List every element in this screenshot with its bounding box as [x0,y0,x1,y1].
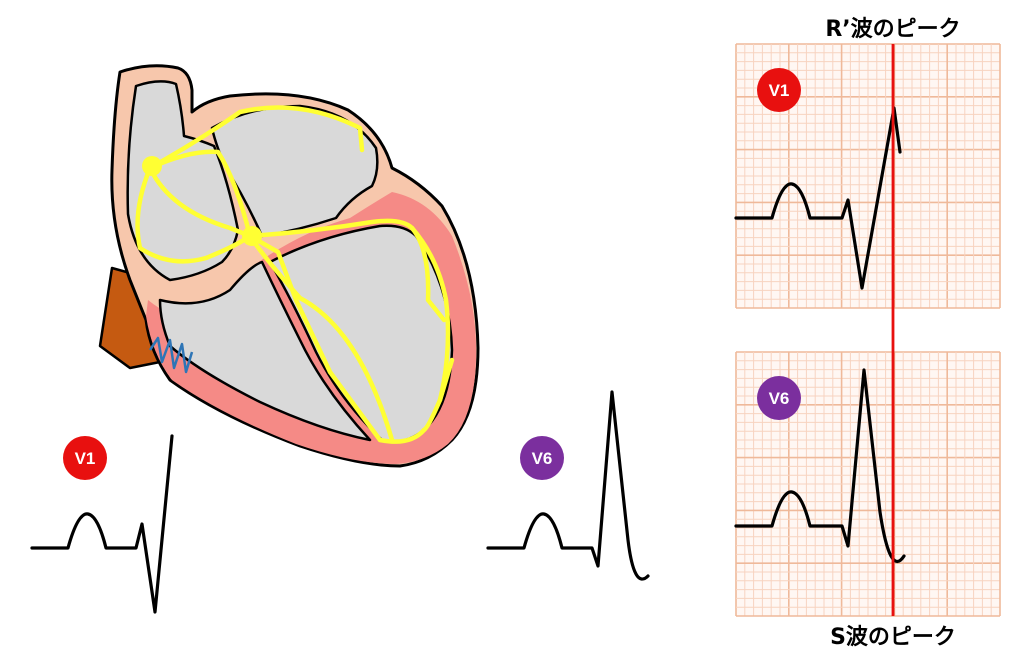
heart-illustration [98,64,480,468]
conduction-system [135,105,455,444]
v1-left-label: V1 [75,449,96,468]
v6-grid-badge [757,376,801,420]
left-ventricle [268,224,454,443]
v1-grid-trace [734,106,902,290]
v6-mid-badge [520,436,564,480]
top-title: R’波のピーク [825,17,960,42]
v1-left-badge [63,436,107,480]
v1-left-trace [30,434,174,614]
atrioventricular-node [242,226,262,246]
v6-mid-panel: V6 [486,390,650,581]
flutter-wave-icon [148,336,194,374]
v6-grid-label: V6 [769,389,790,408]
right-ventricle [158,260,372,442]
sinoatrial-node [142,156,162,176]
v6-mid-trace [486,390,650,581]
v6-grid-trace [734,368,906,564]
right-atrium [126,80,240,282]
v1-grid-badge [757,68,801,112]
v6-mid-label: V6 [532,449,553,468]
v1-left-panel: V1 [30,434,174,614]
v1-grid-label: V1 [769,81,790,100]
bottom-title: S波のピーク [830,625,956,650]
